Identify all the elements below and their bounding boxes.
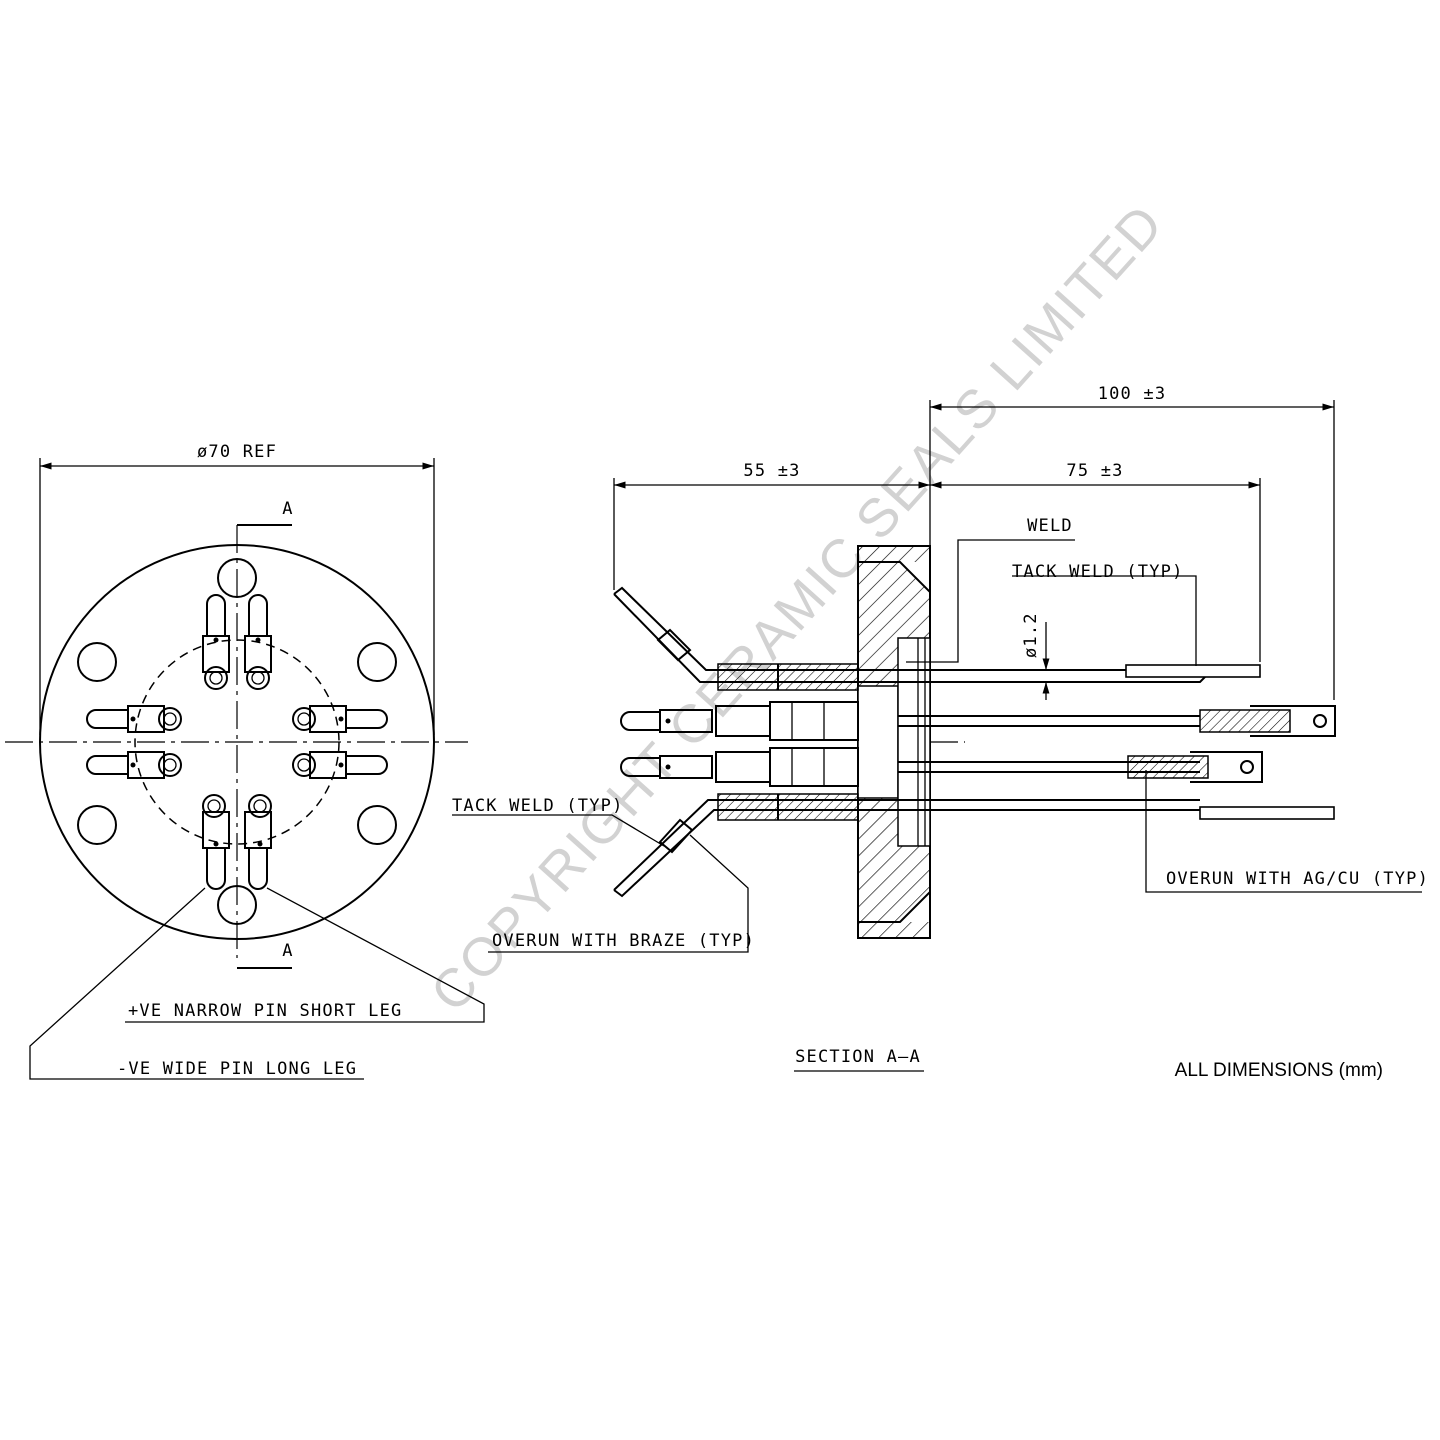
wire-middle-lower	[620, 747, 1263, 787]
wire-diameter-label: ø1.2	[1021, 612, 1041, 658]
wire-bottom	[613, 793, 1335, 898]
right-dimension-label: 75 ±3	[1066, 461, 1123, 481]
pin-bottom-right	[244, 794, 272, 890]
bolt-hole	[77, 805, 117, 845]
section-view: 100 ±3 55 ±3 75 ±3 ø1.2 WELD TACK WELD (…	[452, 384, 1429, 1072]
pin-left-upper	[86, 705, 182, 733]
callout-positive: +VE NARROW PIN SHORT LEG	[128, 1001, 402, 1021]
section-marker-bottom: A	[282, 941, 293, 961]
callout-negative: -VE WIDE PIN LONG LEG	[117, 1059, 357, 1079]
section-title: SECTION A–A	[795, 1047, 921, 1067]
weld-label: WELD	[1027, 516, 1073, 536]
footer-note: ALL DIMENSIONS (mm)	[1175, 1060, 1383, 1081]
wire-middle-upper	[620, 701, 1336, 741]
pin-top-right	[244, 594, 272, 690]
diameter-label: ø70 REF	[197, 442, 277, 462]
pin-right-lower	[292, 751, 388, 779]
pin-right-upper	[292, 705, 388, 733]
pin-top-left	[202, 594, 230, 690]
overrun-braze-label: OVERUN WITH BRAZE (TYP)	[492, 931, 755, 951]
bolt-hole	[357, 642, 397, 682]
left-dimension-label: 55 ±3	[743, 461, 800, 481]
bolt-hole	[77, 642, 117, 682]
overall-dimension-label: 100 ±3	[1098, 384, 1167, 404]
bolt-hole	[217, 558, 257, 598]
tack-weld-left-label: TACK WELD (TYP)	[452, 796, 624, 816]
pin-bottom-left	[202, 794, 230, 890]
overrun-agcu-label: OVERUN WITH AG/CU (TYP)	[1166, 869, 1429, 889]
bolt-hole	[357, 805, 397, 845]
section-marker-top: A	[282, 499, 293, 519]
plan-view: ø70 REF A A +VE NARROW PIN SHORT LEG -VE…	[5, 442, 485, 1080]
tack-weld-right-label: TACK WELD (TYP)	[1012, 562, 1184, 582]
wire-top	[613, 586, 1261, 691]
pin-left-lower	[86, 751, 182, 779]
bolt-hole	[217, 885, 257, 925]
watermark: COPYRIGHT CERAMIC SEALS LIMITED	[419, 193, 1175, 1023]
